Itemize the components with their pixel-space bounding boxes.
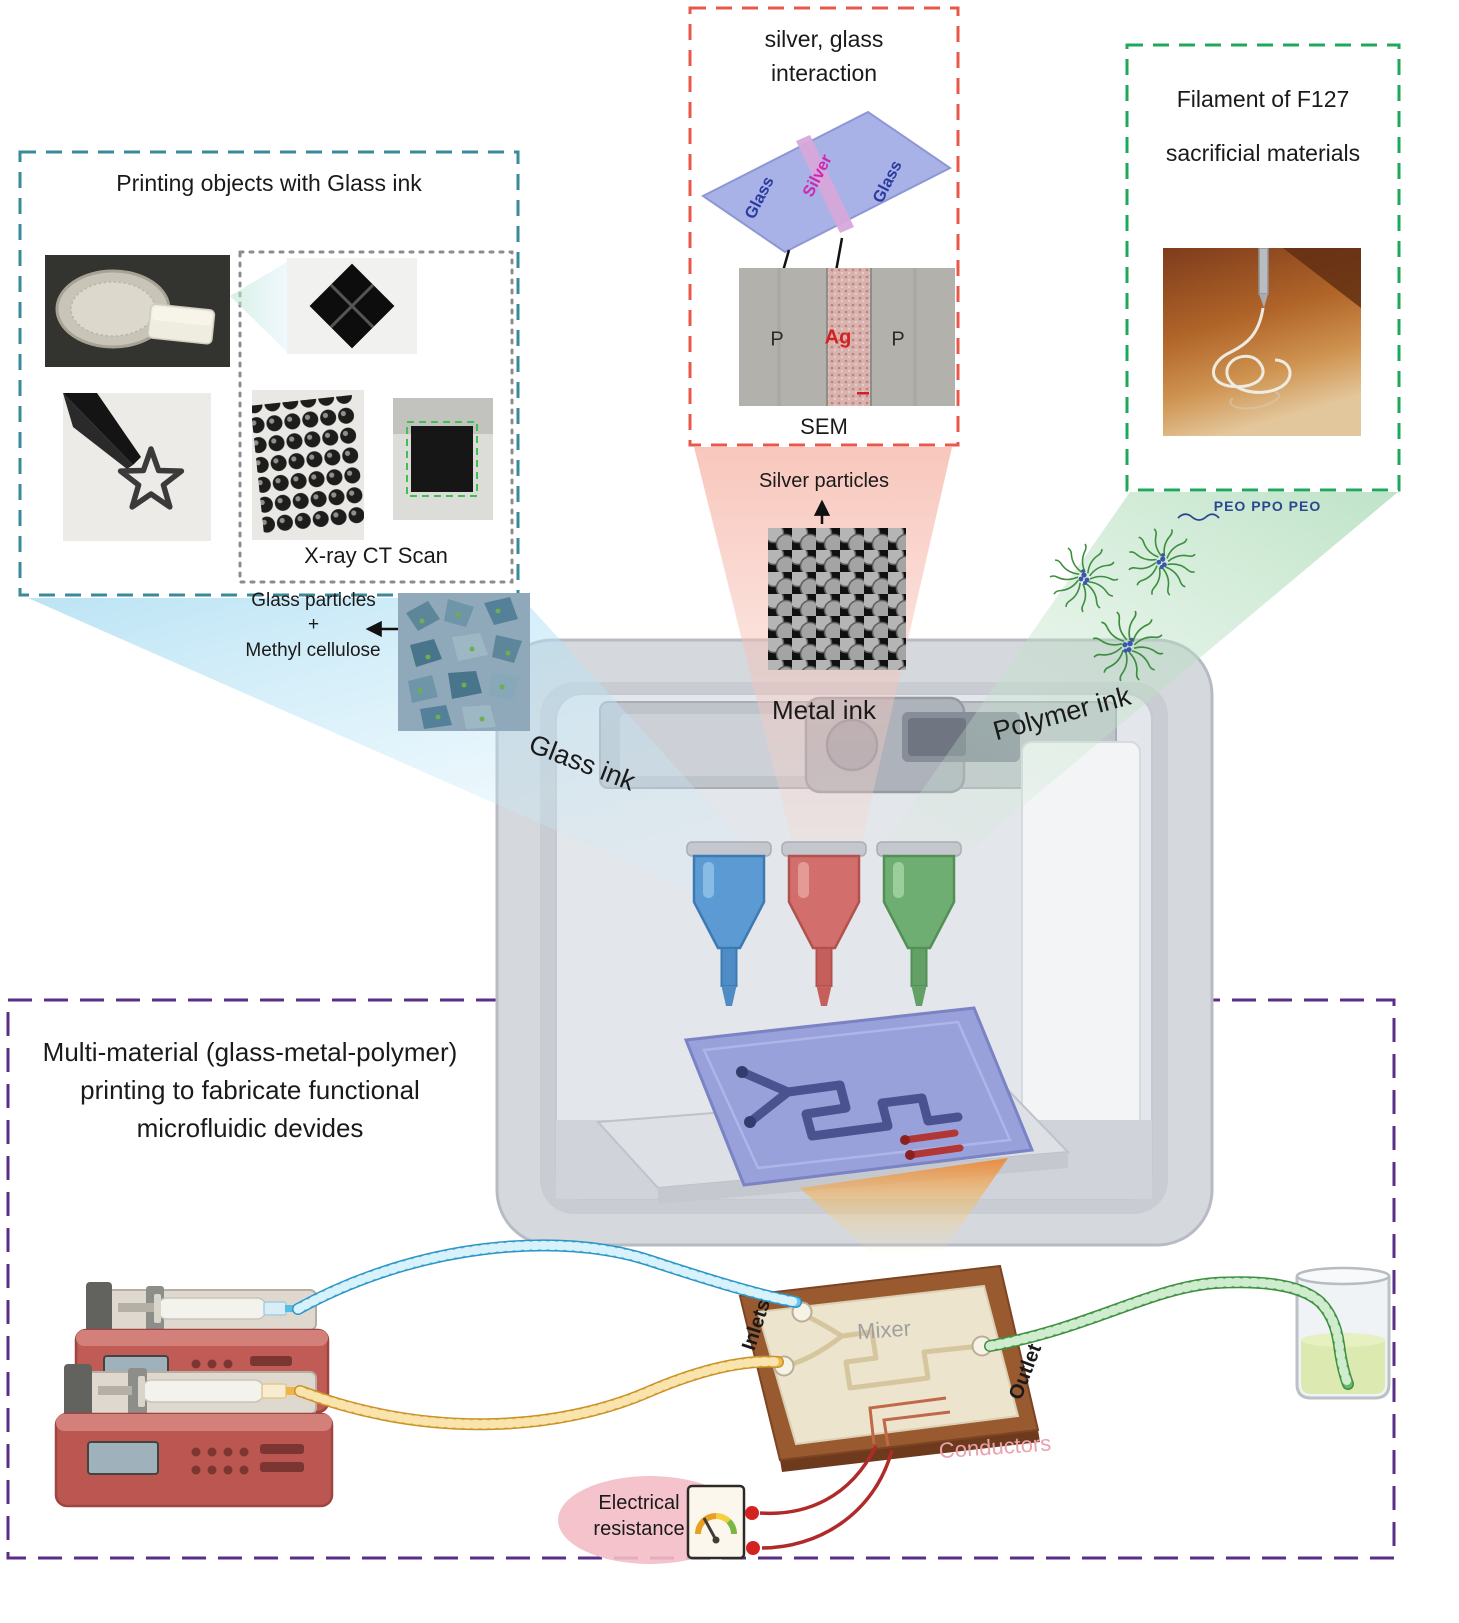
bottom-title-1: Multi-material (glass-metal-polymer): [42, 1037, 458, 1067]
silver-glass-panel-border: [688, 6, 960, 447]
chip-conductor-channels: [901, 1129, 964, 1159]
star-object-photo: [63, 393, 211, 541]
sem-p-left-label: P: [770, 328, 784, 351]
sem-ag-label: Ag: [824, 326, 852, 349]
meter-terminal-bottom: [746, 1541, 760, 1555]
bottom-title-3: microfluidic devides: [136, 1113, 364, 1143]
syringe-front: [141, 1379, 265, 1403]
glass-particles-label: Glass particles: [251, 590, 376, 611]
wire-top: [759, 1445, 878, 1516]
microfluidic-chip-printing: [683, 1006, 1035, 1187]
sem-caption: SEM: [800, 414, 848, 439]
printed-microfluidic-device: [738, 1264, 1040, 1472]
glass-particles-micrograph: [398, 593, 530, 731]
peo-ppo-label: PEO PPO PEO: [1213, 498, 1322, 514]
mixer-label: Mixer: [856, 1315, 912, 1345]
wire-bottom: [761, 1449, 894, 1550]
pump-front-screen: [87, 1441, 159, 1475]
glass-slide-schematic: [701, 110, 952, 254]
green-tube: [984, 1276, 1354, 1390]
zoom-beam: [230, 262, 287, 352]
metal-ink-cartridge: [781, 841, 867, 1006]
silver-stripe: [796, 135, 854, 233]
printed-star: [117, 446, 185, 510]
silver-particles-image: [768, 528, 906, 670]
electrical-label-2: resistance: [593, 1518, 685, 1540]
blue-tube: [292, 1239, 802, 1315]
meter-terminal-top: [745, 1506, 759, 1520]
peo-ppo-squiggle: [1177, 513, 1220, 521]
polymer-ink-cartridge: [876, 841, 962, 1006]
filament-photo: [1163, 248, 1361, 436]
ct-dotted-box: [238, 250, 514, 584]
silver-particles-caption: Silver particles: [758, 470, 890, 492]
electrical-label-1: Electrical: [598, 1492, 680, 1514]
dispensing-needle: [1258, 248, 1269, 295]
printed-objects-photo: [45, 255, 230, 367]
sem-scale-bar: [857, 392, 869, 395]
glass-ink-beam: [28, 598, 762, 892]
plus-sign: +: [307, 614, 320, 635]
yellow-tube: [294, 1355, 784, 1431]
silver-panel-title-2: interaction: [770, 60, 878, 86]
metal-ink-label: Metal ink: [771, 695, 877, 725]
ct-sphere-grid-image: [252, 390, 364, 540]
syringe-pump-front: [54, 1364, 334, 1508]
micelle-illustration: [1032, 513, 1220, 690]
ct-caption: X-ray CT Scan: [304, 543, 448, 568]
glass-ink-panel-border: [18, 150, 520, 597]
resistance-meter: [558, 1476, 760, 1564]
ct-cube-image: [393, 398, 493, 520]
ct-diamond-image: [287, 258, 417, 354]
silver-panel-title-1: silver, glass: [764, 26, 884, 52]
polymer-panel-title-2: sacrificial materials: [1165, 140, 1361, 166]
polymer-panel-title-1: Filament of F127: [1176, 86, 1350, 112]
device-conductors: [868, 1396, 951, 1447]
printed-filament: [1212, 307, 1292, 394]
syringe-rear: [157, 1297, 267, 1320]
polymer-ink-beam: [886, 492, 1398, 862]
methyl-cellulose-label: Methyl cellulose: [245, 640, 381, 661]
sem-p-right-label: P: [891, 328, 905, 351]
printer-screen: [908, 718, 966, 756]
glass-ink-cartridge: [686, 841, 772, 1006]
glass-panel-title: Printing objects with Glass ink: [116, 170, 422, 196]
polymer-panel-border: [1125, 43, 1401, 492]
print-glow: [800, 1158, 1008, 1254]
bottom-title-2: printing to fabricate functional: [80, 1075, 420, 1105]
